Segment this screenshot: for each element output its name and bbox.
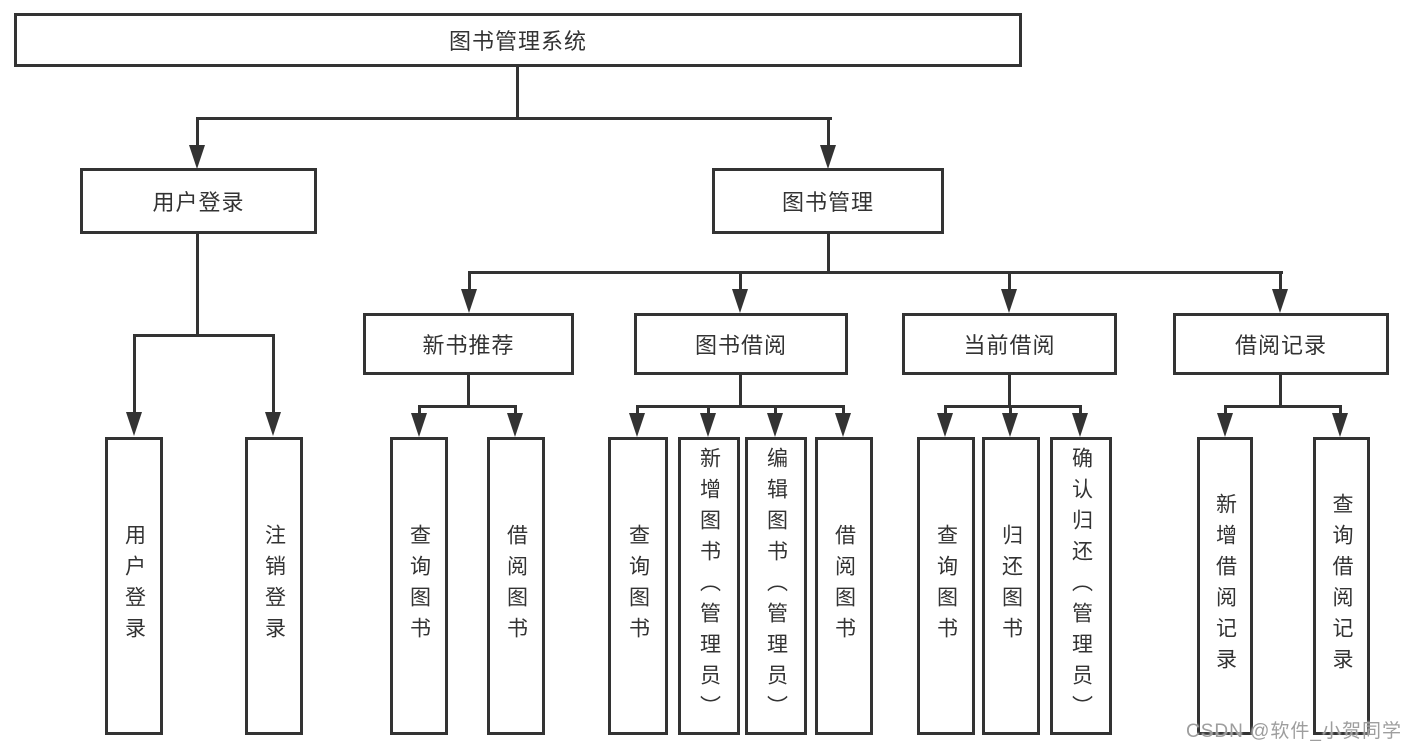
leaf-label: 借阅图书 <box>832 524 856 648</box>
leaf-label: 注销登录 <box>262 524 286 648</box>
arrow-down-icon <box>1001 289 1017 313</box>
leaf-query-borrow-record: 查询借阅记录 <box>1313 437 1370 735</box>
node-book-borrow: 图书借阅 <box>634 313 848 375</box>
connector-line <box>1279 375 1282 406</box>
node-label: 图书管理 <box>781 190 874 215</box>
leaf-logout: 注销登录 <box>245 437 303 735</box>
connector-line <box>944 405 1082 408</box>
connector-line <box>467 375 470 406</box>
connector-line <box>272 334 275 414</box>
connector-line <box>468 271 471 291</box>
arrow-down-icon <box>835 413 851 437</box>
arrow-down-icon <box>189 145 205 169</box>
node-label: 图书借阅 <box>694 333 787 358</box>
leaf-label: 归还图书 <box>999 524 1023 648</box>
node-label: 当前借阅 <box>963 333 1056 358</box>
connector-line <box>418 405 421 415</box>
leaf-query-books-2: 查询图书 <box>608 437 668 735</box>
node-root-system: 图书管理系统 <box>14 13 1022 67</box>
leaf-add-book-admin: 新增图书（管理员） <box>678 437 740 735</box>
connector-line <box>516 67 519 119</box>
arrow-down-icon <box>767 413 783 437</box>
leaf-borrow-books-1: 借阅图书 <box>487 437 545 735</box>
connector-line <box>1279 271 1282 291</box>
arrow-down-icon <box>507 413 523 437</box>
leaf-label: 新增图书（管理员） <box>697 446 721 726</box>
csdn-watermark: CSDN @软件_小贺同学 <box>1186 721 1402 742</box>
connector-line <box>1224 405 1342 408</box>
node-borrow-records: 借阅记录 <box>1173 313 1389 375</box>
arrow-down-icon <box>1217 413 1233 437</box>
connector-line <box>133 334 136 414</box>
arrow-down-icon <box>461 289 477 313</box>
arrow-down-icon <box>820 145 836 169</box>
arrow-down-icon <box>1332 413 1348 437</box>
arrow-down-icon <box>629 413 645 437</box>
arrow-down-icon <box>937 413 953 437</box>
leaf-user-login: 用户登录 <box>105 437 163 735</box>
node-user-login: 用户登录 <box>80 168 317 234</box>
connector-line <box>1009 405 1012 415</box>
node-current-borrow: 当前借阅 <box>902 313 1117 375</box>
leaf-label: 查询图书 <box>626 524 650 648</box>
leaf-label: 查询图书 <box>934 524 958 648</box>
arrow-down-icon <box>265 412 281 436</box>
leaf-edit-book-admin: 编辑图书（管理员） <box>745 437 807 735</box>
leaf-confirm-return-admin: 确认归还（管理员） <box>1050 437 1112 735</box>
leaf-return-book: 归还图书 <box>982 437 1040 735</box>
arrow-down-icon <box>732 289 748 313</box>
connector-line <box>842 405 845 415</box>
leaf-label: 用户登录 <box>122 524 146 648</box>
node-new-book-recommend: 新书推荐 <box>363 313 574 375</box>
connector-line <box>944 405 947 415</box>
connector-line <box>707 405 710 415</box>
connector-line <box>196 234 199 336</box>
connector-line <box>739 375 742 406</box>
node-label: 借阅记录 <box>1234 333 1327 358</box>
leaf-query-books-1: 查询图书 <box>390 437 448 735</box>
arrow-down-icon <box>126 412 142 436</box>
arrow-down-icon <box>411 413 427 437</box>
connector-line <box>636 405 845 408</box>
node-label: 新书推荐 <box>422 333 515 358</box>
arrow-down-icon <box>1272 289 1288 313</box>
connector-line <box>418 405 517 408</box>
node-label: 图书管理系统 <box>448 29 587 54</box>
connector-line <box>827 234 830 274</box>
leaf-label: 编辑图书（管理员） <box>764 446 788 726</box>
node-label: 用户登录 <box>152 190 245 215</box>
connector-line <box>1008 271 1011 291</box>
connector-line <box>514 405 517 415</box>
leaf-label: 确认归还（管理员） <box>1069 446 1093 726</box>
leaf-label: 查询图书 <box>407 524 431 648</box>
leaf-label: 查询借阅记录 <box>1330 493 1353 679</box>
connector-line <box>1008 375 1011 406</box>
leaf-label: 借阅图书 <box>504 524 528 648</box>
connector-line <box>739 271 742 291</box>
connector-line <box>827 117 830 147</box>
connector-line <box>1224 405 1227 415</box>
connector-line <box>196 117 199 147</box>
connector-line <box>774 405 777 415</box>
connector-line <box>636 405 639 415</box>
arrow-down-icon <box>700 413 716 437</box>
leaf-query-books-3: 查询图书 <box>917 437 975 735</box>
leaf-label: 新增借阅记录 <box>1213 493 1237 679</box>
leaf-add-borrow-record: 新增借阅记录 <box>1197 437 1253 735</box>
connector-line <box>133 334 275 337</box>
arrow-down-icon <box>1072 413 1088 437</box>
arrow-down-icon <box>1002 413 1018 437</box>
connector-line <box>1339 405 1342 415</box>
connector-line <box>196 117 832 120</box>
leaf-borrow-books-2: 借阅图书 <box>815 437 873 735</box>
connector-line <box>468 271 1283 274</box>
connector-line <box>1079 405 1082 415</box>
node-book-management: 图书管理 <box>712 168 944 234</box>
